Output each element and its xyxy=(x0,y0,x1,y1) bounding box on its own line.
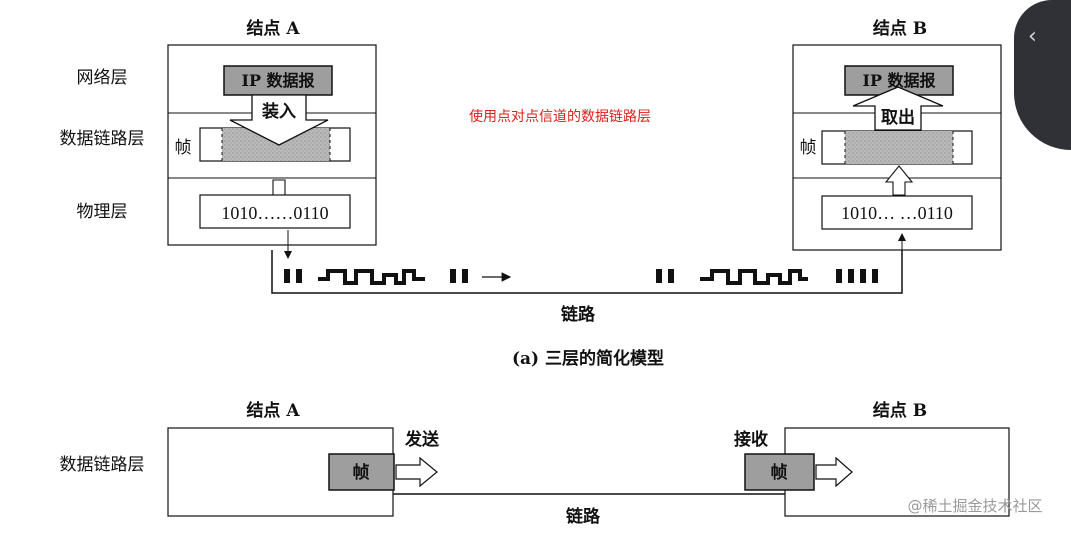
encapsulate-arrow xyxy=(229,94,329,146)
bits-b-box xyxy=(821,195,973,230)
frame-a-label: 帧 xyxy=(175,138,192,158)
sidebar-toggle[interactable]: ‹ xyxy=(1014,0,1071,150)
node-a-title: 结点 A xyxy=(246,18,300,39)
fig-b-node-a-title: 结点 A xyxy=(246,400,300,421)
send-arrow xyxy=(395,456,438,488)
send-label: 发送 xyxy=(404,429,440,450)
fig-b-frame-a-label: 帧 xyxy=(353,462,370,483)
node-b-title: 结点 B xyxy=(873,18,927,39)
annotation-text: 使用点对点信道的数据链路层 xyxy=(469,108,651,125)
layer-label-datalink: 数据链路层 xyxy=(60,129,145,149)
fig-b-link-label: 链路 xyxy=(566,506,601,527)
layer-label-network: 网络层 xyxy=(77,68,128,88)
ip-packet-b-label: IP 数据报 xyxy=(862,71,935,90)
bits-a-text: 1010……0110 xyxy=(221,203,328,223)
extract-arrow xyxy=(852,86,944,131)
bit-signal-left xyxy=(284,269,512,285)
fig-b-frame-b xyxy=(744,453,815,491)
frame-b-payload xyxy=(845,131,953,164)
watermark: @稀土掘金技术社区 xyxy=(907,497,1042,515)
encapsulate-label: 装入 xyxy=(261,101,296,122)
extract-label: 取出 xyxy=(881,107,915,128)
fig-b-frame-b-label: 帧 xyxy=(771,462,788,483)
caption-a: (a) 三层的简化模型 xyxy=(512,348,664,369)
bits-to-frame-arrow-b xyxy=(884,165,914,196)
fig-b-node-b-title: 结点 B xyxy=(873,400,927,421)
bit-signal-right xyxy=(656,269,878,285)
layer-label-physical: 物理层 xyxy=(77,202,128,222)
ip-packet-a-label: IP 数据报 xyxy=(241,71,314,90)
link-label-a: 链路 xyxy=(561,304,596,325)
bits-a-box xyxy=(199,194,351,229)
frame-b-label: 帧 xyxy=(800,138,817,158)
figure-b: 结点 A 结点 B 数据链路层 帧 发送 帧 接收 链路 xyxy=(60,400,1010,527)
ip-packet-a xyxy=(223,65,333,96)
receive-label: 接收 xyxy=(734,429,768,450)
bits-b-text: 1010… …0110 xyxy=(841,203,953,223)
chevron-left-icon: ‹ xyxy=(1028,24,1037,49)
figure-a: 结点 A 网络层 数据链路层 物理层 IP 数据报 帧 装入 1010……011… xyxy=(60,18,1002,369)
fig-b-frame-a xyxy=(328,453,395,491)
fig-b-layer-label: 数据链路层 xyxy=(60,455,145,475)
link-line-a xyxy=(271,250,903,294)
receive-arrow xyxy=(815,456,853,488)
